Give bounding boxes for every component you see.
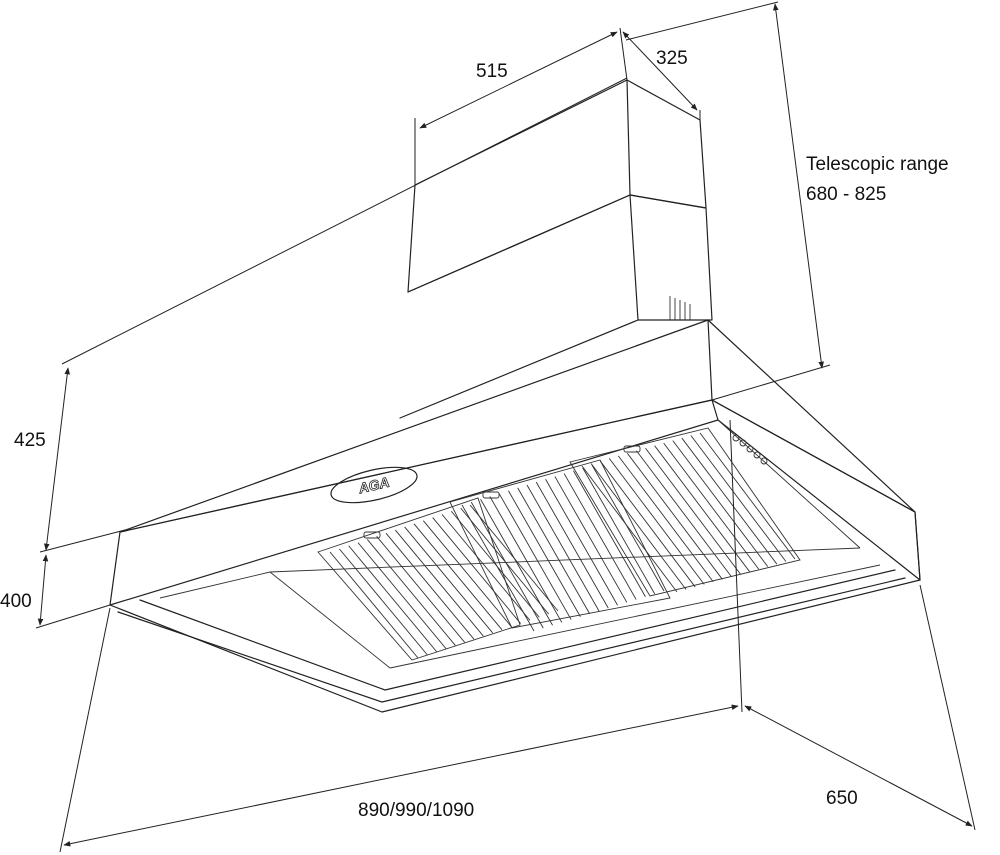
- filter-rib: [404, 526, 494, 634]
- filter-rib: [441, 514, 531, 621]
- filter-rib: [338, 548, 428, 656]
- lower-height-label: 400: [0, 591, 32, 612]
- filter-rib: [357, 542, 447, 649]
- filter-rib: [413, 523, 503, 631]
- dimension-lines: [35, 1, 976, 853]
- filter-rib: [599, 460, 696, 588]
- canopy-height-label: 425: [14, 430, 46, 451]
- filter-rib: [617, 455, 714, 583]
- depth-bottom-label: 650: [826, 788, 858, 809]
- filter-panel-right: [569, 427, 801, 597]
- filter-rib: [573, 470, 646, 597]
- canopy: [109, 319, 921, 713]
- filter-panel-left: [317, 497, 559, 661]
- filter-rib: [627, 453, 723, 580]
- filter-rib: [498, 493, 572, 620]
- filter-rib: [636, 450, 732, 578]
- filter-rib: [480, 499, 553, 626]
- brand-logo-badge: AGA: [330, 466, 418, 504]
- depth-top-label: 325: [656, 48, 688, 69]
- filter-rib: [366, 539, 456, 646]
- filter-rib: [422, 520, 512, 627]
- filter-rib: [432, 517, 522, 624]
- filter-rib: [545, 479, 618, 606]
- filter-rib: [591, 464, 665, 592]
- filter-rib: [645, 447, 741, 575]
- filter-rib: [470, 501, 544, 629]
- telescopic-range-values: 680 - 825: [806, 184, 886, 205]
- filter-rib: [654, 445, 750, 572]
- filter-panel-middle: [449, 459, 671, 632]
- chimney-vent: [669, 296, 691, 320]
- filter-rib: [663, 442, 760, 570]
- filter-rib: [450, 510, 540, 618]
- filter-rib: [582, 467, 656, 595]
- filter-rib: [690, 435, 787, 562]
- filter-rib: [508, 490, 581, 617]
- width-top-label: 515: [476, 61, 508, 82]
- filter-rib: [461, 504, 535, 632]
- filter-rib: [526, 484, 600, 612]
- filter-rib: [590, 463, 687, 590]
- filter-rib: [535, 481, 609, 609]
- filter-rib: [554, 476, 628, 603]
- chimney: [399, 79, 713, 419]
- filter-rib: [608, 458, 705, 585]
- filter-handles: [363, 445, 641, 539]
- filter-rib: [563, 473, 637, 600]
- brand-logo: AGA: [356, 474, 391, 497]
- filter-rib: [394, 529, 484, 637]
- filter-rib: [672, 440, 769, 567]
- filter-rib: [348, 545, 438, 653]
- filter-rib: [517, 487, 591, 615]
- control-buttons: [732, 434, 768, 465]
- width-options-label: 890/990/1090: [358, 800, 474, 821]
- filter-rib: [376, 536, 466, 643]
- filter-rib: [581, 465, 678, 593]
- filter-rib: [699, 432, 796, 560]
- filter-rib: [329, 551, 419, 659]
- filter-rib: [385, 532, 475, 640]
- filter-rib: [489, 496, 563, 623]
- filter-rib: [681, 437, 778, 565]
- telescopic-range-label: Telescopic range: [806, 154, 949, 175]
